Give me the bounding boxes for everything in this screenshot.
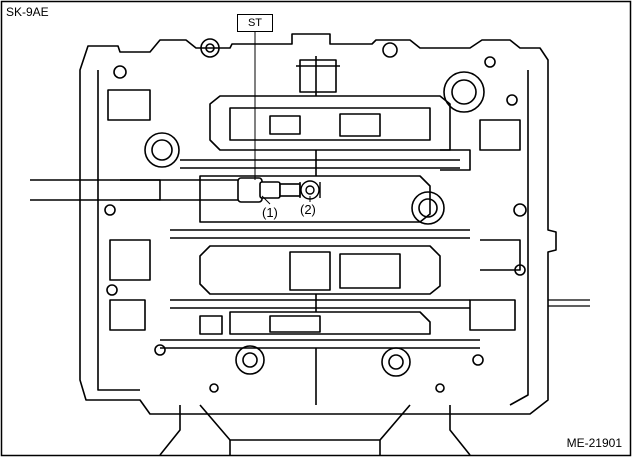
bolt-part [299, 180, 321, 200]
figure-code-bottom-right: ME-21901 [566, 436, 622, 450]
callout-1-leader [261, 195, 271, 205]
figure-code-top-left: SK-9AE [6, 5, 49, 19]
callout-2-label: (2) [300, 202, 316, 217]
special-tool [30, 177, 301, 203]
tool-label-st: ST [237, 14, 273, 32]
callout-1-label: (1) [262, 205, 278, 220]
